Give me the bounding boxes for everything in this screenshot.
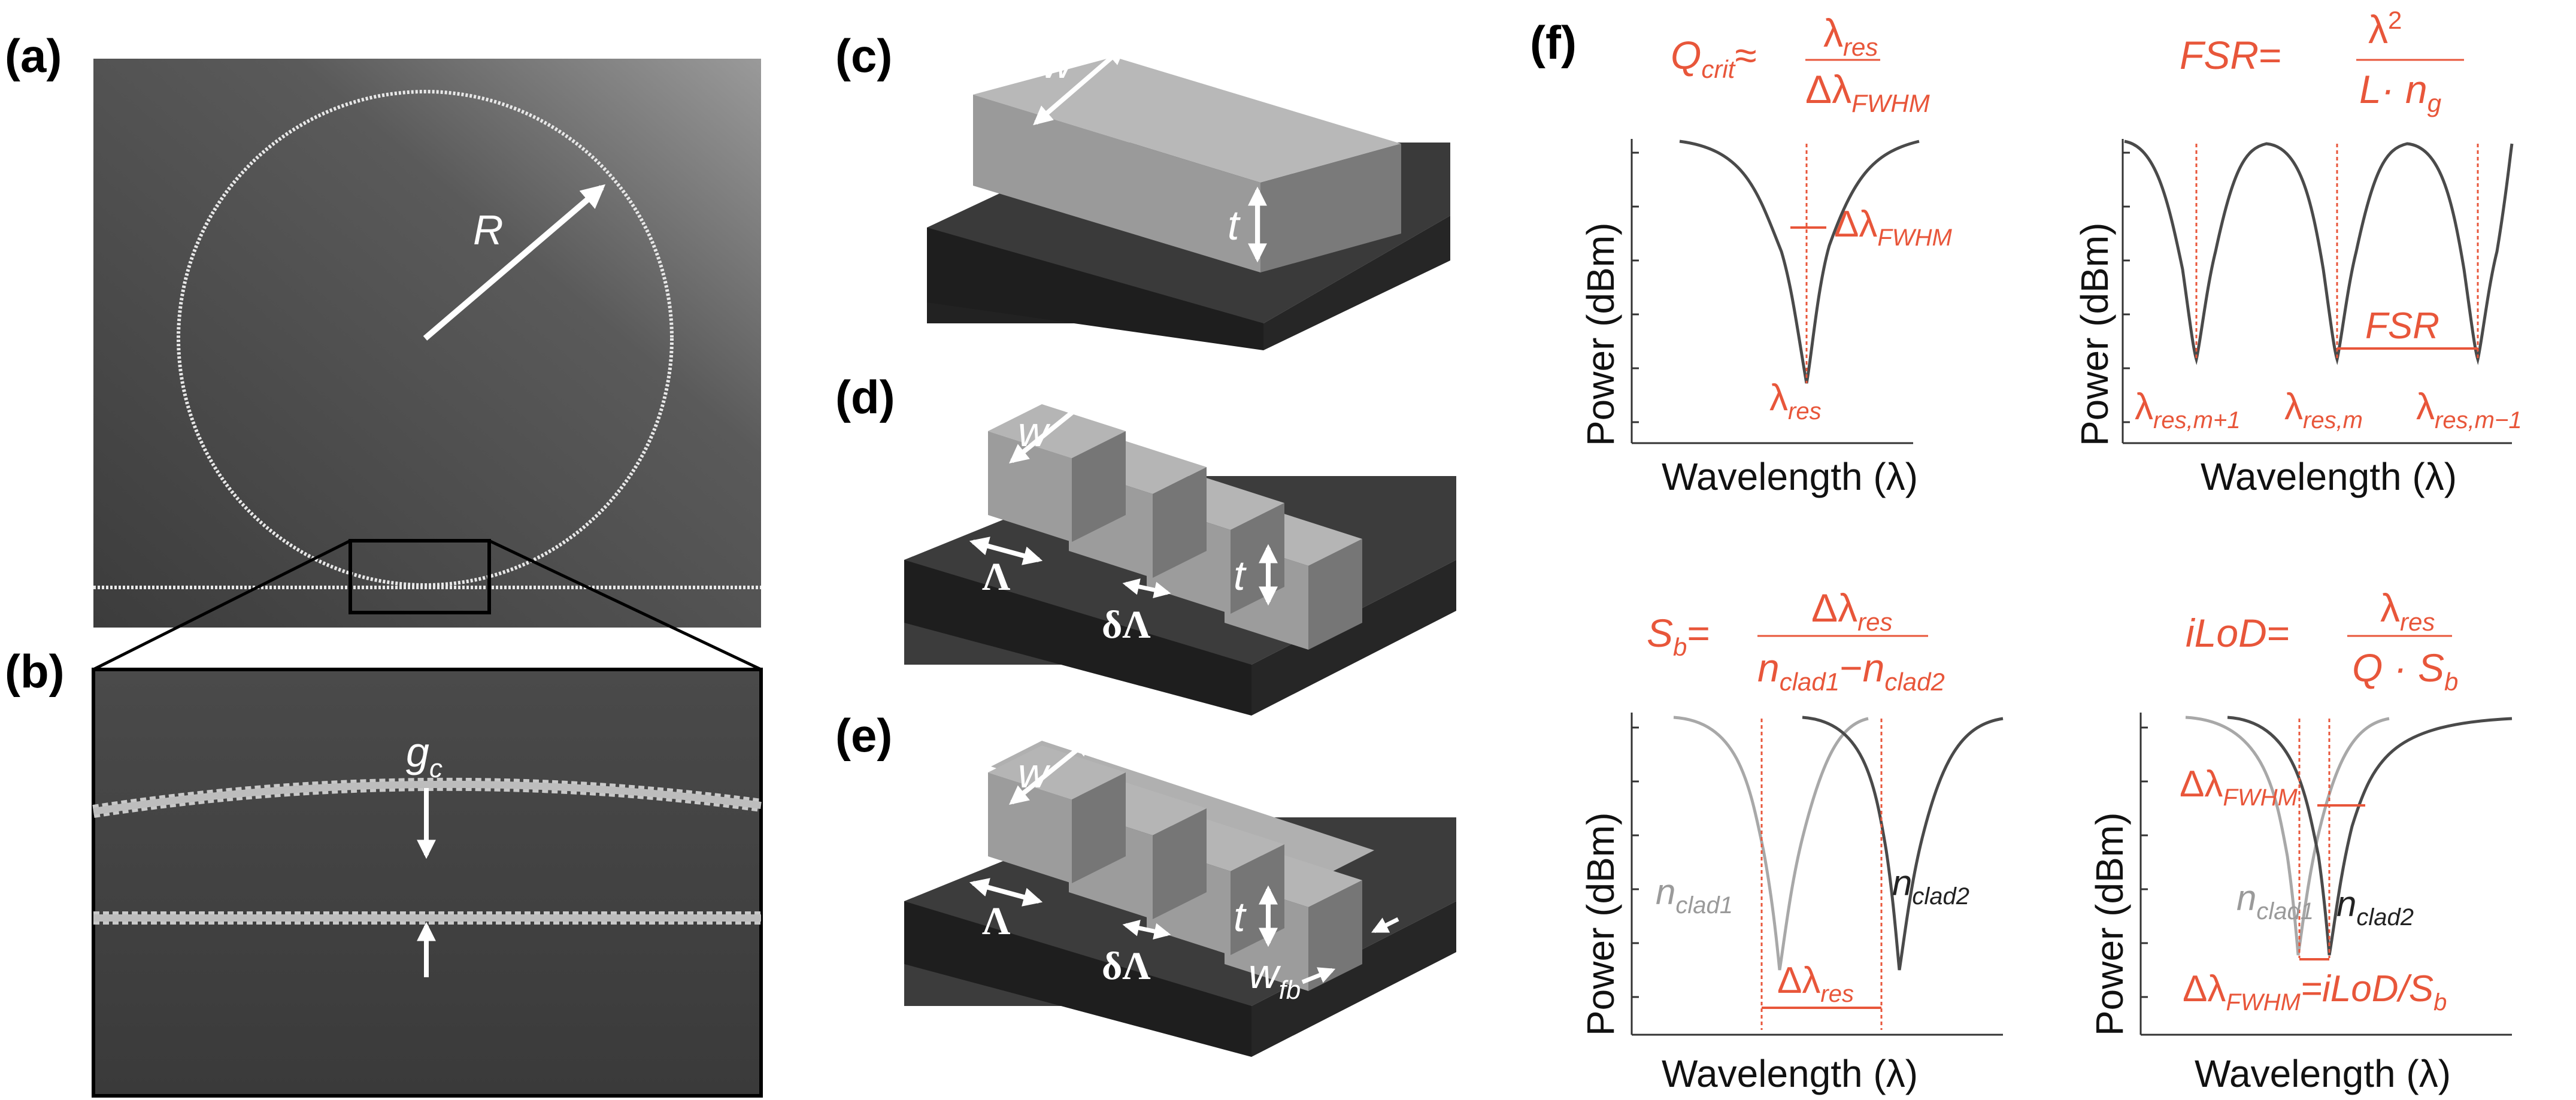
width-label-d: w (1018, 408, 1051, 455)
svg-text:Qcrit≈: Qcrit≈ (1671, 33, 1757, 83)
plot-critical-q: Qcrit≈ λres ΔλFWHM ΔλFWHM λres Power (dB… (1579, 11, 1952, 498)
resonance-label-1: λres (1769, 377, 1822, 425)
y-axis-label-3: Power (dBm) (1579, 813, 1622, 1036)
svg-text:iLoD=: iLoD= (2186, 611, 2290, 655)
panel-label-e: (e) (835, 709, 892, 762)
plot-bulk-sensitivity: Sb= Δλres nclad1−nclad2 nclad1 nclad2 Δλ… (1579, 586, 2004, 1095)
svg-text:nclad1−nclad2: nclad1−nclad2 (1757, 646, 1945, 696)
svg-text:Q · Sb: Q · Sb (2352, 646, 2458, 696)
svg-text:Δλres: Δλres (1811, 586, 1892, 636)
y-axis-label-1: Power (dBm) (1579, 223, 1622, 446)
equation-fsr: FSR= λ2 L· ng (2180, 6, 2464, 117)
gap-label: gc (406, 729, 443, 783)
panel-label-c: (c) (835, 29, 892, 82)
clad2-label-3: nclad2 (1892, 863, 1969, 910)
zoom-box (348, 539, 491, 614)
svg-text:Sb=: Sb= (1647, 611, 1710, 661)
panel-c-strip-waveguide: w t (927, 40, 1450, 350)
radius-arrow (423, 184, 606, 341)
fwhm-label-1: ΔλFWHM (1834, 204, 1952, 251)
resonance-shift-label: Δλres (1777, 960, 1854, 1007)
thickness-label-d: t (1234, 552, 1247, 599)
svg-text:λ2: λ2 (2368, 6, 2402, 51)
panel-label-d: (d) (835, 371, 895, 423)
period-label-d: Λ (982, 555, 1010, 599)
clad1-label-3: nclad1 (1656, 872, 1733, 919)
y-axis-label-2: Power (dBm) (2073, 223, 2116, 446)
clad1-label-4: nclad1 (2236, 878, 2314, 925)
clad2-label-4: nclad2 (2336, 884, 2414, 931)
y-axis-label-4: Power (dBm) (2088, 813, 2131, 1036)
delta-period-label-e: δΛ (1102, 944, 1151, 988)
panel-label-b: (b) (5, 645, 65, 698)
equation-ilod: iLoD= λres Q · Sb (2186, 586, 2458, 696)
x-axis-label-1: Wavelength (λ) (1662, 455, 1918, 498)
plot-free-spectral-range: FSR= λ2 L· ng FSR λres,m+1 λres,m λres,m… (2073, 6, 2522, 498)
ilod-relation-label: ΔλFWHM=iLoD/Sb (2183, 968, 2447, 1016)
radius-label: R (473, 207, 504, 253)
panel-label-a: (a) (5, 29, 62, 82)
svg-text:λres: λres (2380, 586, 2435, 636)
delta-period-label-d: δΛ (1102, 603, 1151, 647)
panel-e-fishbone-grating: w Λ δΛ t wfb (904, 737, 1456, 1057)
svg-text:λres: λres (1823, 11, 1878, 61)
panel-label-f: (f) (1530, 16, 1577, 69)
panel-b-coupling-gap: gc (92, 668, 763, 1098)
fsr-label: FSR (2365, 305, 2439, 347)
plot-intrinsic-lod: iLoD= λres Q · Sb ΔλFWHM nclad1 nclad2 Δ… (2088, 586, 2513, 1095)
resonance-label-m: λres,m (2284, 386, 2363, 434)
svg-text:FSR=: FSR= (2180, 33, 2282, 77)
thickness-label-c: t (1228, 202, 1241, 249)
fwhm-label-4: ΔλFWHM (2180, 763, 2298, 811)
panel-a-ring-resonator: R (93, 59, 761, 628)
resonance-label-m-minus-1: λres,m−1 (2416, 386, 2522, 434)
panel-d-subwavelength-grating: w Λ δΛ t (904, 395, 1456, 716)
width-label-c: w (1042, 40, 1075, 87)
fishbone-width-label: wfb (1248, 950, 1301, 1005)
thickness-label-e: t (1234, 893, 1247, 940)
equation-sb: Sb= Δλres nclad1−nclad2 (1647, 586, 1945, 696)
period-label-e: Λ (982, 899, 1010, 943)
x-axis-label-3: Wavelength (λ) (1662, 1052, 1918, 1095)
x-axis-label-4: Wavelength (λ) (2195, 1052, 2451, 1095)
svg-text:L· ng: L· ng (2359, 67, 2441, 117)
equation-q-crit: Qcrit≈ λres ΔλFWHM (1671, 11, 1930, 117)
x-axis-label-2: Wavelength (λ) (2201, 455, 2457, 498)
width-label-e: w (1018, 750, 1051, 796)
svg-text:ΔλFWHM: ΔλFWHM (1805, 67, 1930, 117)
resonance-label-m-plus-1: λres,m+1 (2135, 386, 2241, 434)
